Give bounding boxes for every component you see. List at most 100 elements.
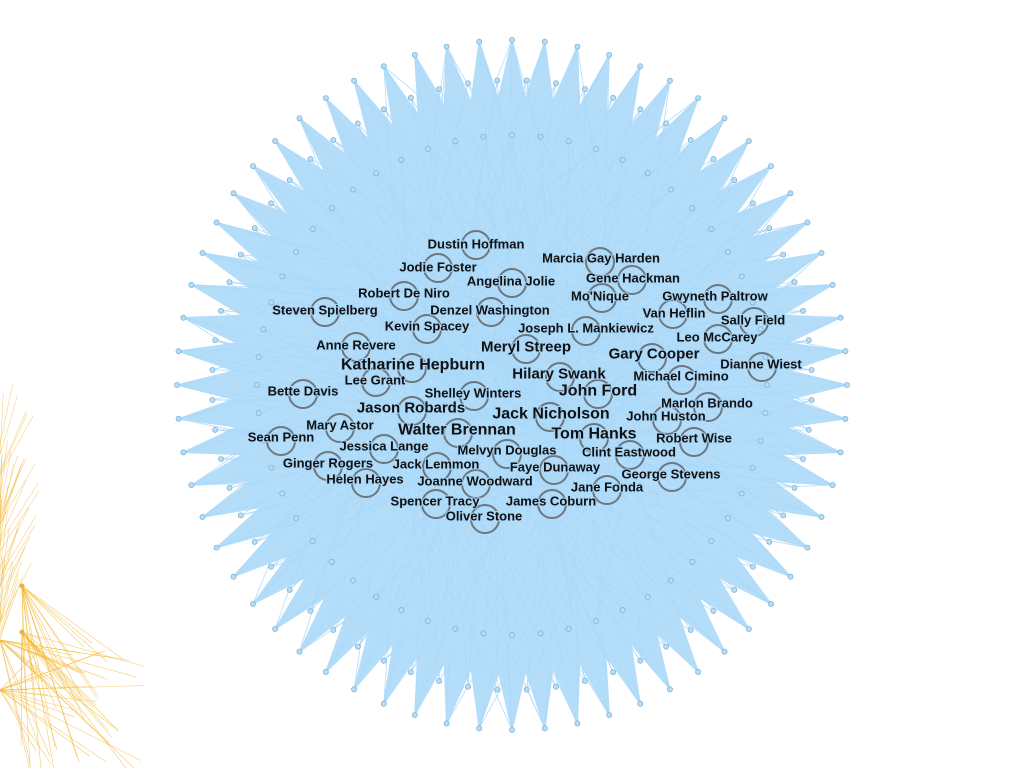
outer-node bbox=[465, 80, 471, 87]
outer-node bbox=[212, 337, 219, 344]
outer-node bbox=[293, 249, 299, 255]
hub-node-label: Mo'Nique bbox=[571, 289, 629, 304]
outer-node bbox=[213, 544, 220, 551]
hub-node-label: Jack Nicholson bbox=[492, 406, 609, 423]
outer-node bbox=[251, 538, 258, 545]
hub-node-label: Shelley Winters bbox=[425, 386, 522, 401]
hub-node-label: Walter Brennan bbox=[398, 422, 516, 439]
hub-node-label: Dianne Wiest bbox=[720, 357, 802, 372]
outer-node bbox=[309, 538, 316, 544]
outer-node bbox=[565, 625, 572, 632]
hub-node-circle bbox=[703, 324, 733, 354]
hub-node-label: Lee Grant bbox=[345, 373, 406, 388]
outer-node bbox=[766, 538, 773, 545]
outer-node bbox=[606, 712, 613, 718]
hub-node-circle bbox=[497, 268, 527, 298]
outer-node bbox=[307, 156, 314, 162]
hub-node-label: Robert Wise bbox=[656, 431, 732, 446]
outer-node bbox=[254, 382, 260, 388]
outer-node bbox=[230, 190, 237, 197]
hub-node-circle bbox=[266, 426, 296, 456]
outer-node bbox=[476, 725, 483, 732]
outer-node bbox=[443, 720, 450, 727]
hub-node-label: George Stevens bbox=[622, 467, 721, 482]
outer-node bbox=[180, 314, 187, 321]
outer-node bbox=[749, 464, 756, 471]
orange-node bbox=[19, 583, 25, 589]
outer-node bbox=[436, 86, 442, 92]
outer-node bbox=[250, 163, 256, 169]
hub-node-label: Meryl Streep bbox=[481, 338, 571, 355]
hub-node-circle bbox=[652, 405, 682, 435]
outer-node bbox=[750, 563, 756, 570]
outer-node bbox=[509, 727, 515, 733]
outer-node bbox=[199, 250, 206, 256]
hub-node-circle bbox=[511, 334, 541, 364]
outer-node bbox=[553, 80, 559, 87]
outer-node bbox=[452, 138, 459, 145]
outer-node bbox=[279, 490, 286, 497]
outer-node bbox=[804, 544, 811, 551]
hub-node-circle bbox=[693, 392, 723, 422]
hub-node-circle bbox=[325, 413, 355, 443]
outer-node bbox=[541, 725, 548, 732]
outer-node bbox=[373, 593, 380, 600]
hub-node-label: Gary Cooper bbox=[609, 345, 700, 362]
hub-node-circle bbox=[545, 362, 575, 392]
outer-node bbox=[175, 415, 182, 422]
hub-node-label: Anne Revere bbox=[316, 338, 395, 353]
outer-node bbox=[175, 348, 182, 355]
orange-edge-cluster bbox=[0, 384, 145, 768]
outer-node bbox=[721, 648, 728, 655]
outer-node bbox=[637, 657, 644, 664]
outer-node bbox=[710, 156, 717, 162]
hub-node-label: Van Heflin bbox=[643, 306, 706, 321]
outer-node bbox=[668, 577, 674, 584]
outer-node bbox=[766, 225, 773, 232]
outer-node bbox=[787, 573, 794, 580]
hub-node-circle bbox=[617, 265, 647, 295]
outer-node bbox=[380, 106, 387, 113]
outer-node bbox=[689, 558, 696, 565]
hub-node-label: Spencer Tracy bbox=[391, 494, 481, 509]
outer-node bbox=[407, 94, 414, 101]
outer-node bbox=[380, 657, 387, 664]
outer-node bbox=[837, 314, 844, 321]
outer-node bbox=[768, 601, 774, 607]
hub-node-label: John Huston bbox=[626, 409, 705, 424]
hub-node-circle bbox=[351, 468, 381, 498]
hub-node-circle bbox=[592, 475, 622, 505]
hub-node-circle bbox=[397, 353, 427, 383]
outer-node bbox=[424, 618, 431, 624]
outer-node bbox=[582, 86, 588, 92]
hub-node-label: Ginger Rogers bbox=[283, 456, 373, 471]
outer-node bbox=[476, 38, 483, 45]
outer-node bbox=[260, 326, 267, 333]
hub-node-circle bbox=[423, 253, 453, 283]
outer-node bbox=[350, 577, 356, 584]
hub-node-label: Gwyneth Paltrow bbox=[662, 289, 768, 304]
outer-node bbox=[746, 626, 752, 632]
outer-node bbox=[731, 177, 738, 184]
outer-node bbox=[398, 156, 405, 163]
hub-node-label: Sean Penn bbox=[248, 430, 315, 445]
outer-node bbox=[644, 170, 651, 177]
outer-node bbox=[296, 648, 303, 655]
outer-node bbox=[610, 669, 616, 676]
outer-node bbox=[731, 586, 738, 593]
hub-node-circle bbox=[657, 462, 687, 492]
hub-node-circle bbox=[637, 343, 667, 373]
outer-node bbox=[800, 456, 806, 462]
outer-node bbox=[199, 514, 206, 520]
hub-node-circle bbox=[389, 281, 419, 311]
outer-node bbox=[250, 601, 256, 607]
hub-node-circles bbox=[266, 230, 777, 534]
hub-node-circle bbox=[470, 504, 500, 534]
outer-node bbox=[180, 449, 187, 456]
hub-node-label: Mary Astor bbox=[306, 418, 373, 433]
hub-node-circle bbox=[739, 307, 769, 337]
outer-node bbox=[188, 281, 195, 288]
outer-node bbox=[213, 219, 220, 226]
outer-node bbox=[255, 354, 262, 360]
outer-node bbox=[805, 337, 812, 344]
